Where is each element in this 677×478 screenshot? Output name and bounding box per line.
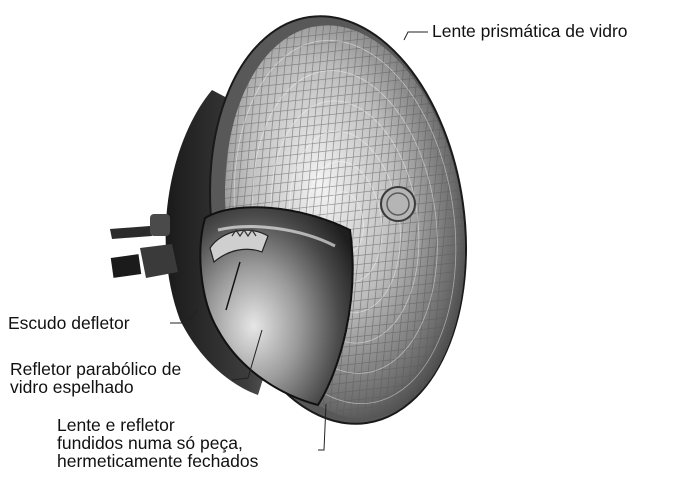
label-parabolic-reflector-line1: Refletor parabólico de xyxy=(10,360,181,378)
label-sealed-unit-line2: fundidos numa só peça, xyxy=(57,434,258,452)
label-parabolic-reflector: Refletor parabólico de vidro espelhado xyxy=(10,360,181,396)
ge-logo-emblem xyxy=(381,187,415,221)
label-deflector-shield: Escudo defletor xyxy=(8,314,130,332)
leader-lens xyxy=(404,32,428,40)
label-parabolic-reflector-line2: vidro espelhado xyxy=(10,378,181,396)
label-sealed-unit-line3: hermeticamente fechados xyxy=(57,452,258,470)
label-sealed-unit: Lente e refletor fundidos numa só peça, … xyxy=(57,416,258,470)
electrical-terminals xyxy=(110,214,178,278)
label-prismatic-lens: Lente prismática de vidro xyxy=(432,22,628,40)
label-sealed-unit-line1: Lente e refletor xyxy=(57,416,258,434)
